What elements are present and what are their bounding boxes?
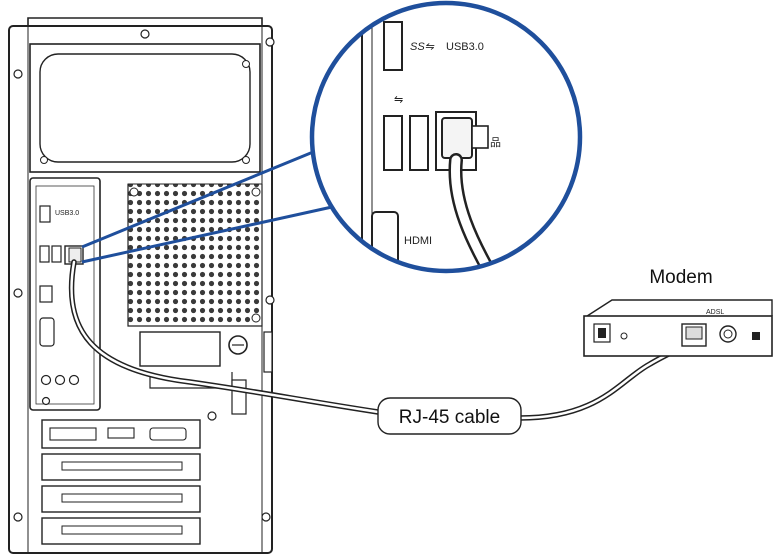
vga-port-icon <box>39 317 55 347</box>
case-screws <box>13 29 275 522</box>
zoom-callout: SS⇋ USB3.0 ⇋ 品 HDMI <box>81 0 583 274</box>
modem-label: Modem <box>649 267 712 288</box>
zoom-usb3-port-icon <box>383 21 403 71</box>
zoom-hdmi-port-icon <box>371 211 399 271</box>
zoom-rj45-plug-icon <box>441 117 473 159</box>
cable-label: RJ-45 cable <box>399 407 500 428</box>
zoom-hdmi-label: HDMI <box>404 235 432 247</box>
usb3-port-label: USB3.0 <box>55 210 79 217</box>
usb2-port-right-icon <box>51 245 62 263</box>
zoom-usb3-icon: SS⇋ <box>410 41 435 53</box>
zoom-connector-lower <box>81 205 333 264</box>
usb3-port-icon <box>39 205 51 223</box>
zoom-lan-icon: 品 <box>490 136 501 149</box>
modem-button-icon <box>620 332 628 340</box>
psu-area <box>29 43 261 173</box>
modem-logo-icon: ADSL <box>706 309 724 316</box>
io-shield: USB3.0 <box>29 177 101 411</box>
hdmi-port-icon <box>39 285 53 303</box>
pc-tower: USB3.0 <box>8 17 275 554</box>
zoom-connector-upper <box>81 148 319 249</box>
zoom-circle-outline <box>309 0 583 274</box>
case-top-rim <box>27 17 263 26</box>
modem-body <box>583 315 773 357</box>
zoom-usb2-port-left-icon <box>383 115 403 171</box>
modem-switch-icon <box>752 332 760 340</box>
audio-jacks-icon <box>40 374 80 406</box>
expansion-slots <box>41 419 201 545</box>
zoom-usb3-label: USB3.0 <box>446 41 484 53</box>
modem-top <box>583 299 773 319</box>
fan-vent <box>127 183 263 327</box>
zoom-usb2-port-right-icon <box>409 115 429 171</box>
zoom-usb2-icon: ⇋ <box>394 94 403 106</box>
modem-device: ADSL <box>583 299 773 357</box>
usb2-port-left-icon <box>39 245 50 263</box>
cable-label-box: RJ-45 cable <box>377 397 522 435</box>
